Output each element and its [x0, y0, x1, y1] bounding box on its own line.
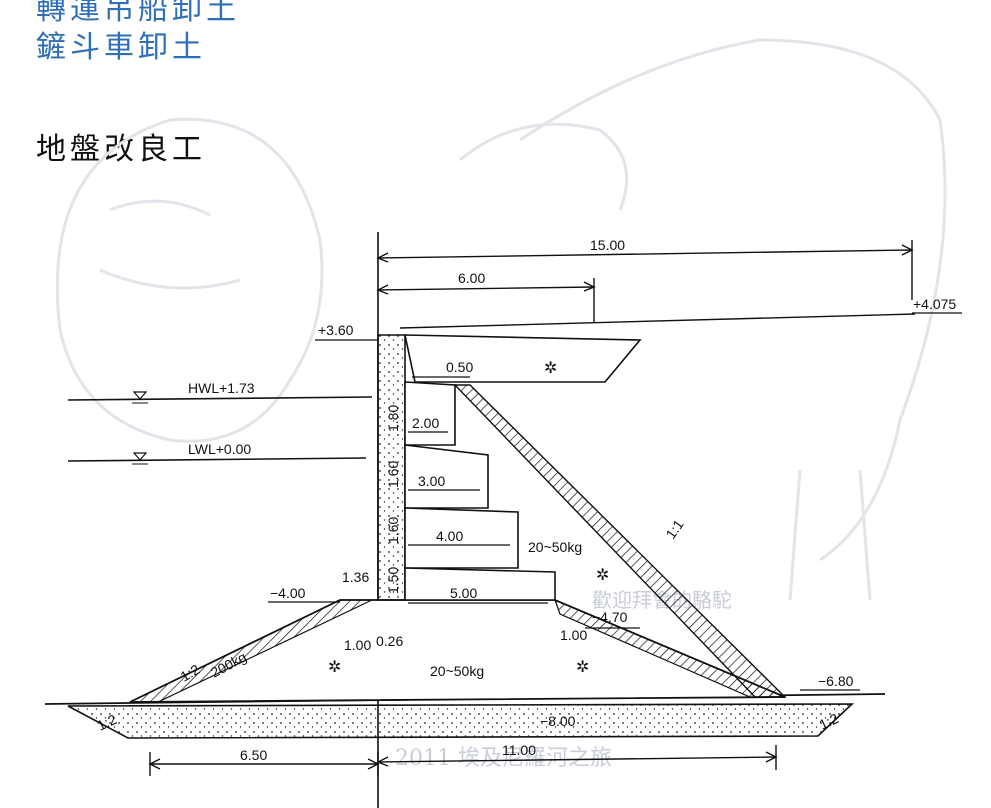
- elev-top-right: +4.075: [913, 296, 956, 312]
- slope-left-base: 1:2: [95, 711, 120, 734]
- material-core: 20~50kg: [528, 539, 582, 555]
- dim-tiny-2: 0.26: [376, 633, 403, 649]
- dim-cap-width: 0.50: [446, 359, 473, 375]
- slope-rear: 1:1: [662, 516, 686, 541]
- watermark-caption: 2011 埃及尼羅河之旅: [395, 746, 612, 771]
- svg-text:✲: ✲: [328, 657, 341, 676]
- dim-bottom-right: 11.00: [502, 742, 536, 758]
- stone-markers: ✲ ✲ ✲ ✲: [328, 358, 609, 676]
- elev-seabed: −6.80: [818, 673, 854, 689]
- svg-text:✲: ✲: [576, 657, 589, 676]
- lwl-label: LWL+0.00: [188, 441, 251, 457]
- heading-ground-improvement: 地盤改良工: [36, 132, 206, 167]
- heading-rubble-barge: 轉運吊船卸土: [36, 0, 240, 27]
- dim-top-total: 15.00: [590, 237, 625, 253]
- svg-text:✲: ✲: [596, 565, 609, 584]
- heading-bucket-dump: 鏟斗車卸土: [36, 30, 206, 65]
- dim-step-3: 4.00: [436, 528, 463, 544]
- watermark-art: [55, 38, 947, 601]
- step-dimension-lines: [408, 376, 548, 604]
- dim-tiny-3: 1.00: [560, 627, 587, 643]
- elev-top-left: +3.60: [318, 322, 354, 338]
- elev-mound-right: −4.70: [592, 609, 628, 625]
- dim-top-partial: 6.00: [458, 270, 485, 286]
- dim-small-left: 1.36: [342, 569, 369, 585]
- crown-line: [399, 313, 916, 329]
- bottom-dimensions: [148, 745, 778, 776]
- rear-slope: [453, 384, 787, 698]
- elev-mound-left: −4.00: [270, 585, 306, 601]
- material-base: 20~50kg: [430, 663, 484, 679]
- height-2: 1.60: [385, 461, 401, 488]
- hwl-label: HWL+1.73: [188, 380, 255, 396]
- svg-text:✲: ✲: [544, 358, 557, 377]
- dim-bottom-left: 6.50: [240, 747, 267, 763]
- armor-layer-right: [553, 598, 786, 698]
- dim-step-1: 2.00: [412, 415, 439, 431]
- caisson-steps: [377, 334, 642, 601]
- slope-right-base: 1:2: [817, 710, 842, 733]
- armor-layer-left: [129, 599, 373, 703]
- base-rubble-bed: [67, 703, 855, 739]
- height-4: 1.50: [385, 567, 401, 594]
- top-dimensions: [376, 240, 914, 323]
- dim-tiny-1: 1.00: [344, 637, 371, 653]
- dim-step-2: 3.00: [418, 473, 445, 489]
- dim-step-4: 5.00: [450, 585, 477, 601]
- elev-bottom: −8.00: [540, 713, 576, 729]
- water-levels: [67, 391, 373, 465]
- height-3: 1.60: [385, 517, 401, 544]
- height-1: 1.80: [385, 405, 401, 432]
